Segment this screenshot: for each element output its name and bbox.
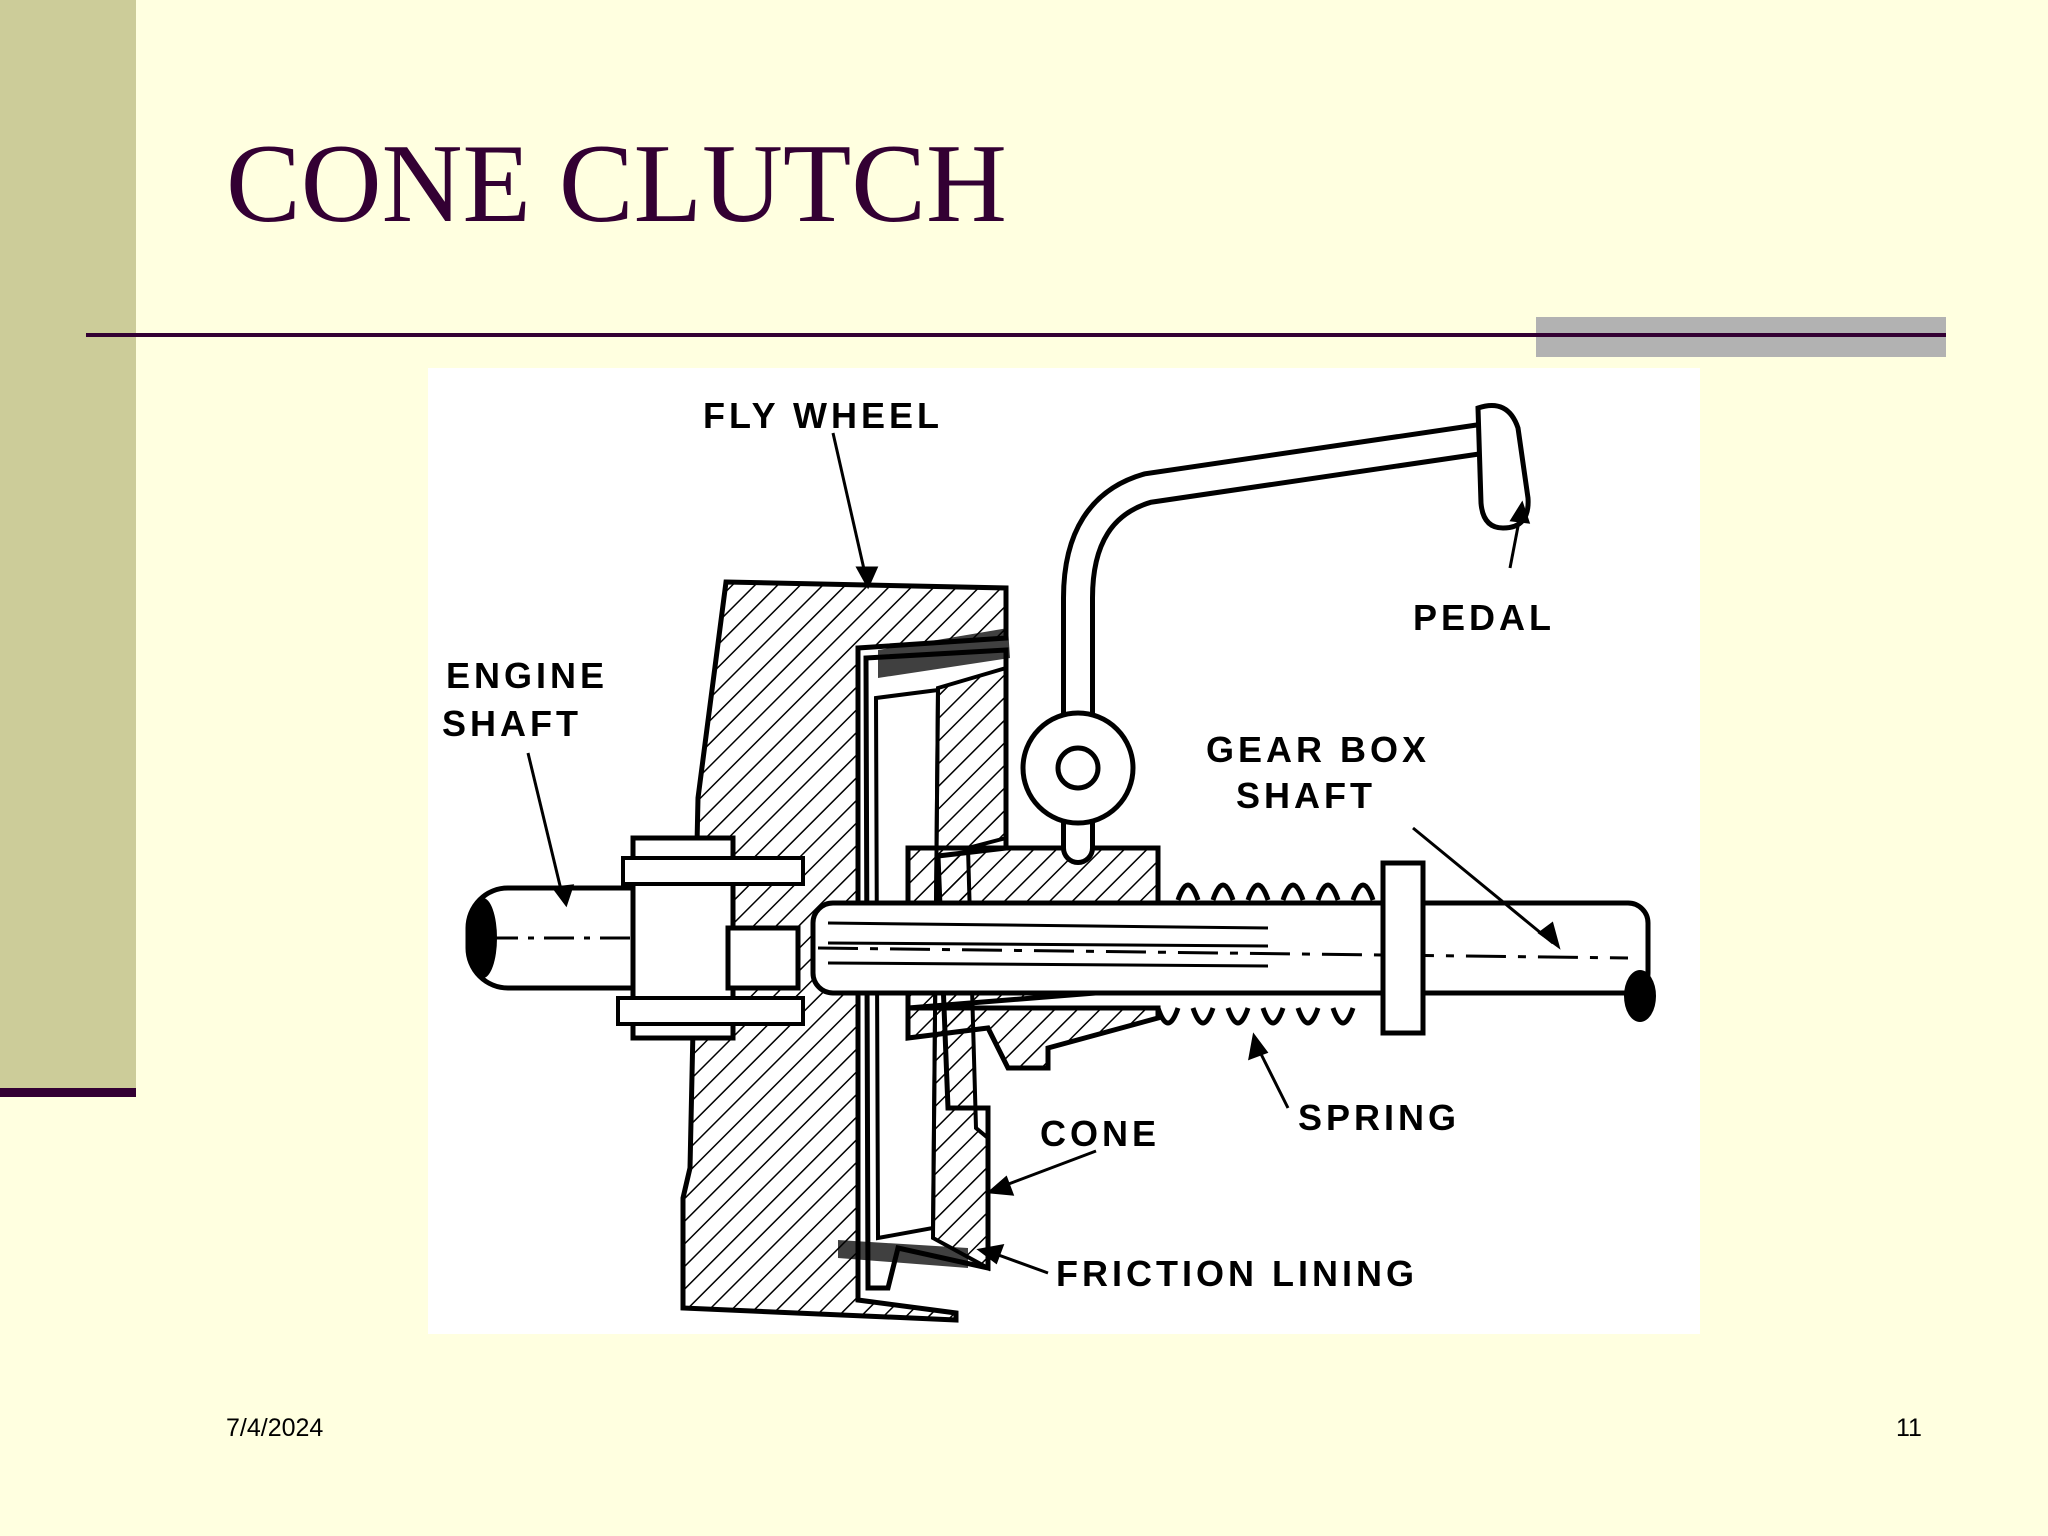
title-rule [86, 333, 1946, 337]
label-engine-shaft-line2: SHAFT [442, 703, 582, 744]
leader-arrows [526, 432, 1561, 1275]
sidebar-band [0, 0, 136, 1088]
spring-shape [1155, 882, 1376, 1026]
pedal-lever-shape [1020, 403, 1531, 865]
label-friction-lining: FRICTION LINING [1056, 1253, 1418, 1294]
label-spring: SPRING [1298, 1097, 1460, 1138]
slide-page-number: 11 [1896, 1414, 1922, 1442]
label-fly-wheel: FLY WHEEL [703, 395, 943, 436]
slide-title: CONE CLUTCH [226, 122, 1007, 246]
cone-clutch-diagram: FLY WHEEL PEDAL ENGINE SHAFT GEAR BOX SH… [428, 368, 1700, 1334]
label-gearbox-shaft-line1: GEAR BOX [1206, 729, 1430, 770]
title-rule-accent [1536, 317, 1946, 357]
label-gearbox-shaft-line2: SHAFT [1236, 775, 1376, 816]
label-engine-shaft-line1: ENGINE [446, 655, 608, 696]
sidebar-foot-bar [0, 1088, 136, 1097]
friction-lining-shape [838, 628, 1010, 1268]
cone-clutch-drawing: FLY WHEEL PEDAL ENGINE SHAFT GEAR BOX SH… [442, 395, 1656, 1323]
label-cone: CONE [1040, 1113, 1160, 1154]
gearbox-shaft-shape [810, 900, 1656, 1022]
title-rule-accent-line [1536, 333, 1946, 337]
thrust-collar-shape [1380, 860, 1426, 1036]
slide-date: 7/4/2024 [226, 1414, 324, 1442]
coupling-flange-shape [616, 835, 805, 1041]
label-pedal: PEDAL [1413, 597, 1555, 638]
